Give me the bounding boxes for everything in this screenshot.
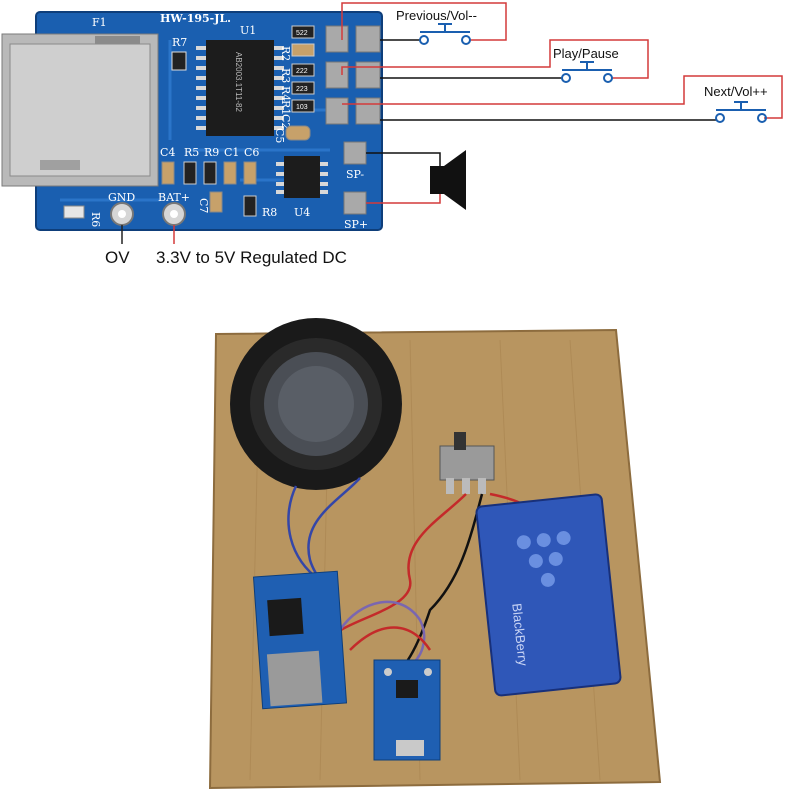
battery-brand: BlackBerry bbox=[509, 603, 531, 668]
speaker-wiring bbox=[366, 150, 466, 210]
chip-u4 bbox=[276, 156, 328, 198]
power-vcc-label: 3.3V to 5V Regulated DC bbox=[156, 248, 347, 267]
button-play-pause: Play/Pause bbox=[341, 39, 649, 83]
silk-bat: BAT+ bbox=[158, 191, 190, 204]
resistor-r8 bbox=[243, 195, 257, 217]
button-play-label: Play/Pause bbox=[553, 46, 619, 61]
passive-row bbox=[161, 161, 257, 185]
silk-r6: R6 bbox=[89, 212, 102, 227]
silk-model-label: HW-195-JL. bbox=[160, 12, 231, 25]
silk-c6: C6 bbox=[244, 146, 259, 159]
silk-sp-minus: SP- bbox=[346, 168, 364, 181]
silk-r8: R8 bbox=[262, 206, 277, 219]
speaker bbox=[230, 318, 402, 490]
chip-marking: AB2003.1T11-82 bbox=[234, 52, 243, 112]
silk-c4: C4 bbox=[160, 146, 175, 159]
silk-u4: U4 bbox=[294, 206, 310, 219]
resistor-code-2: 222 bbox=[296, 68, 308, 75]
button-previous-vol: Previous/Vol-- bbox=[341, 2, 507, 45]
resistor-code-3: 223 bbox=[296, 86, 308, 93]
button-next-vol: Next/Vol++ bbox=[342, 75, 783, 123]
silk-r7: R7 bbox=[172, 36, 187, 49]
silk-c2: C2 bbox=[279, 114, 292, 129]
resistor-code-4: 103 bbox=[296, 104, 308, 111]
silk-c5: C5 bbox=[273, 128, 286, 143]
silk-sp-plus: SP+ bbox=[344, 218, 368, 231]
silk-c1: C1 bbox=[224, 146, 239, 159]
resistor-r7 bbox=[171, 51, 187, 71]
button-next-label: Next/Vol++ bbox=[704, 84, 768, 99]
sd-card-slot bbox=[1, 33, 159, 187]
silk-r1: R1 bbox=[279, 100, 292, 115]
battery: BlackBerry bbox=[475, 493, 622, 697]
button-previous-label: Previous/Vol-- bbox=[396, 8, 477, 23]
silk-f1: F1 bbox=[92, 16, 107, 29]
mp3-module bbox=[252, 570, 348, 710]
speaker-symbol-body bbox=[430, 166, 444, 194]
silk-r4: R4 bbox=[279, 86, 292, 101]
silk-c7: C7 bbox=[197, 198, 210, 213]
power-gnd-label: OV bbox=[105, 248, 130, 267]
speaker-icon bbox=[444, 150, 466, 210]
silk-r2: R2 bbox=[279, 46, 292, 61]
chip-u1: AB2003.1T11-82 bbox=[196, 40, 284, 136]
charger-module bbox=[373, 659, 441, 761]
pad-sp-plus bbox=[343, 191, 367, 215]
capacitor-c7 bbox=[209, 191, 223, 213]
board-diagram: F1 HW-195-JL. R7 U1 AB2003.1T11-82 R2 R3… bbox=[1, 2, 783, 267]
led-component bbox=[63, 205, 85, 219]
silk-gnd: GND bbox=[108, 191, 135, 204]
slide-switch bbox=[439, 432, 495, 494]
silk-r3: R3 bbox=[279, 68, 292, 83]
resistor-array: 522 222 223 103 bbox=[285, 25, 315, 141]
assembled-photo: BlackBerry bbox=[208, 318, 662, 790]
silk-r5: R5 bbox=[184, 146, 199, 159]
silk-u1: U1 bbox=[240, 24, 256, 37]
silk-r9: R9 bbox=[204, 146, 219, 159]
resistor-code-1: 522 bbox=[296, 30, 308, 37]
pad-sp-minus bbox=[343, 141, 367, 165]
